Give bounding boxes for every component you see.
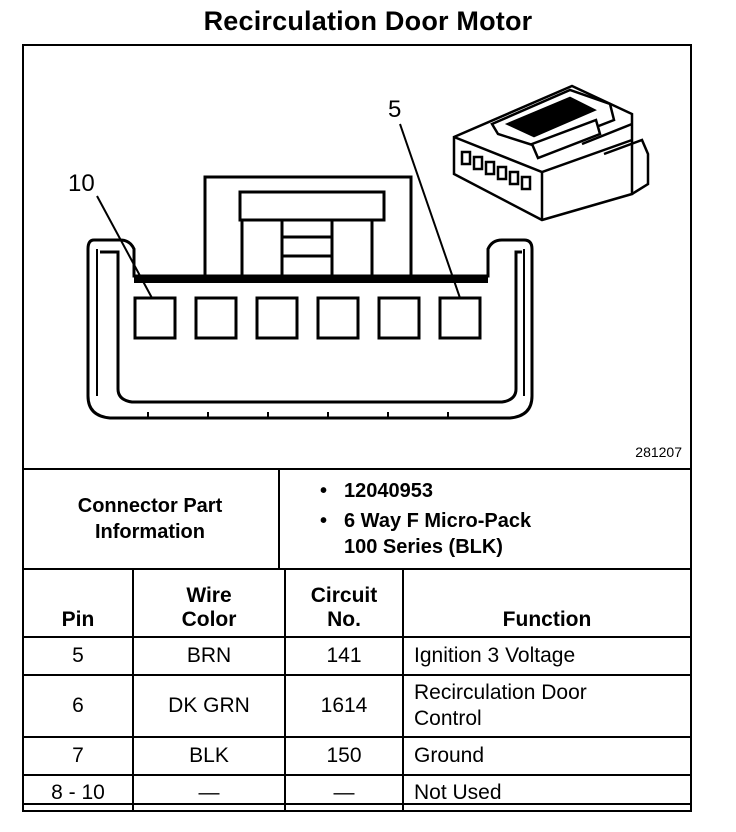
connector-body [86, 238, 534, 420]
connector-face-drawing [86, 84, 650, 420]
cell-wire-color: DK GRN [132, 674, 286, 738]
cell-function-line2: Control [414, 707, 482, 730]
cell-pin: 6 [22, 674, 134, 738]
header-wire-color-line1: Wire [186, 584, 232, 607]
cell-circuit: 1614 [284, 674, 404, 738]
bullet-icon: • [320, 480, 328, 502]
figure-reference-number: 281207 [635, 444, 682, 460]
table-row: 6 DK GRN 1614 Recirculation Door Control [22, 674, 692, 738]
header-circuit-line2: No. [327, 608, 361, 631]
pin-cavity-5 [438, 296, 482, 340]
table-header-row: Pin Wire Color Circuit No. Function [22, 568, 692, 638]
table-row: 8 - 10 — — Not Used [22, 774, 692, 812]
connector-info-label-line2: Information [95, 521, 205, 543]
pin-cavity-8 [255, 296, 299, 340]
connector-isometric-view [452, 84, 650, 222]
leader-line-5 [399, 123, 461, 299]
connector-info-label-line1: Connector Part [77, 495, 223, 517]
part-number-row: • 12040953 [320, 478, 531, 504]
cell-wire-color: BRN [132, 636, 286, 676]
cell-function: Ignition 3 Voltage [402, 636, 692, 676]
description-row: • 6 Way F Micro-Pack 100 Series (BLK) [320, 508, 531, 560]
cell-pin: 5 [22, 636, 134, 676]
cell-pin: 8 - 10 [22, 774, 134, 812]
connector-info-label: Connector Part Information [22, 470, 280, 568]
table-row: 5 BRN 141 Ignition 3 Voltage [22, 636, 692, 676]
pin-cavity-7 [316, 296, 360, 340]
pin-label-5: 5 [388, 96, 402, 123]
connector-description-line2: 100 Series (BLK) [344, 536, 503, 558]
pin-cavity-6 [377, 296, 421, 340]
cell-function-line1: Recirculation Door [414, 681, 587, 704]
cell-circuit: 150 [284, 736, 404, 776]
pin-cavity-10 [133, 296, 177, 340]
bullet-icon: • [320, 510, 328, 532]
cell-function: Ground [402, 736, 692, 776]
cell-wire-color: BLK [132, 736, 286, 776]
table-row: 7 BLK 150 Ground [22, 736, 692, 776]
header-circuit-line1: Circuit [310, 584, 378, 607]
header-wire-color: Wire Color [132, 568, 286, 638]
cell-wire-color: — [132, 774, 286, 812]
pin-label-10: 10 [68, 170, 95, 197]
connector-diagram: 10 5 [22, 44, 692, 468]
bottom-ribs [147, 412, 449, 418]
cell-pin: 7 [22, 736, 134, 776]
cell-circuit: 141 [284, 636, 404, 676]
cell-function: Recirculation Door Control [402, 674, 692, 738]
connector-description-line1: 6 Way F Micro-Pack [344, 510, 532, 532]
header-circuit-no: Circuit No. [284, 568, 404, 638]
header-function: Function [402, 568, 692, 638]
leader-line-10 [96, 195, 153, 299]
pin-cavity-9 [194, 296, 238, 340]
header-pin: Pin [22, 568, 134, 638]
connector-info-values: • 12040953 • 6 Way F Micro-Pack 100 Seri… [320, 478, 531, 560]
connector-latch [203, 175, 413, 285]
cell-function: Not Used [402, 774, 692, 812]
part-number: 12040953 [344, 480, 433, 502]
pinout-table: Pin Wire Color Circuit No. Function 5 BR… [22, 568, 692, 812]
pin-cavities [133, 296, 482, 340]
page-title: Recirculation Door Motor [203, 6, 533, 36]
connector-part-info: Connector Part Information • 12040953 • … [22, 468, 692, 570]
header-wire-color-line2: Color [181, 608, 237, 631]
cell-circuit: — [284, 774, 404, 812]
